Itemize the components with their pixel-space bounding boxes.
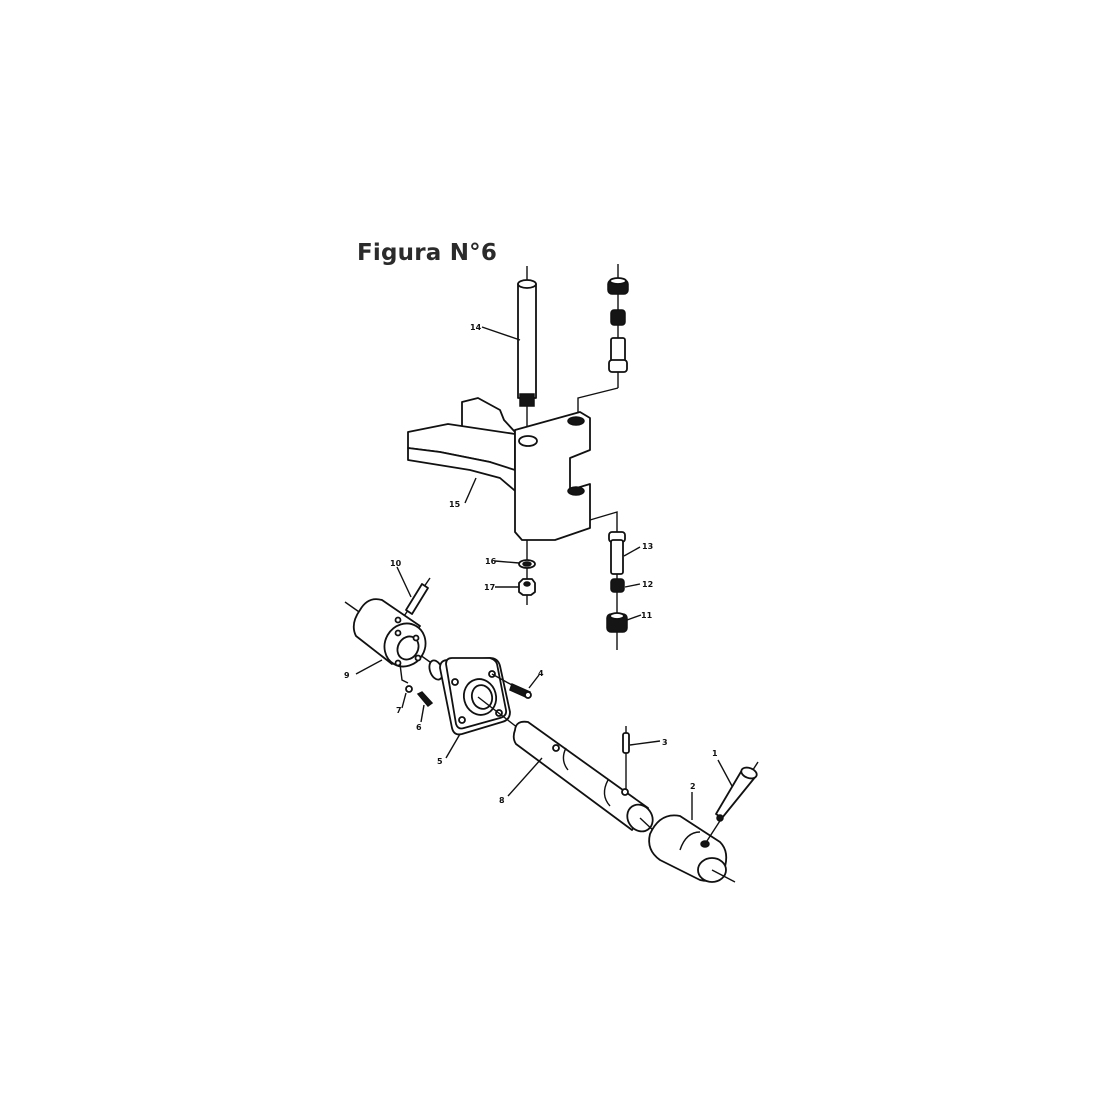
part-5-flange: 5 <box>428 657 519 766</box>
label-3: 3 <box>662 738 668 747</box>
label-17: 17 <box>484 583 495 592</box>
part-3-pin: 3 <box>622 726 668 790</box>
label-4: 4 <box>538 669 544 678</box>
part-9-hub: 9 <box>344 598 431 680</box>
part-12-nut: 12 <box>610 578 653 593</box>
label-8: 8 <box>499 796 505 805</box>
label-10: 10 <box>390 559 402 568</box>
part-17-nut: 17 <box>484 578 536 596</box>
part-4-screw: 4 <box>491 669 544 700</box>
part-7-ball: 7 <box>396 663 413 715</box>
label-15: 15 <box>449 500 461 509</box>
label-11: 11 <box>641 611 653 620</box>
label-5: 5 <box>437 757 443 766</box>
top-screw-stack <box>577 264 629 418</box>
label-2: 2 <box>690 782 696 791</box>
part-13-pin: 13 <box>608 528 653 650</box>
part-16-washer: 16 <box>485 557 536 569</box>
label-7: 7 <box>396 706 402 715</box>
part-6-spring: 6 <box>416 691 434 732</box>
part-10-pin: 10 <box>390 559 431 623</box>
label-16: 16 <box>485 557 497 566</box>
part-11-cap-screw: 11 <box>606 611 653 633</box>
label-6: 6 <box>416 723 422 732</box>
label-1: 1 <box>712 749 718 758</box>
figure-title: Figura N°6 <box>357 240 498 266</box>
label-12: 12 <box>642 580 653 589</box>
label-13: 13 <box>642 542 653 551</box>
label-9: 9 <box>344 671 350 680</box>
part-2-chuck: 2 <box>648 782 736 883</box>
part-14-rod: 14 <box>470 266 537 440</box>
part-8-shaft: 8 <box>499 720 656 833</box>
label-14: 14 <box>470 323 482 332</box>
part-15-bracket: 15 <box>407 397 618 605</box>
part-1-chuck-key: 1 <box>704 749 759 845</box>
